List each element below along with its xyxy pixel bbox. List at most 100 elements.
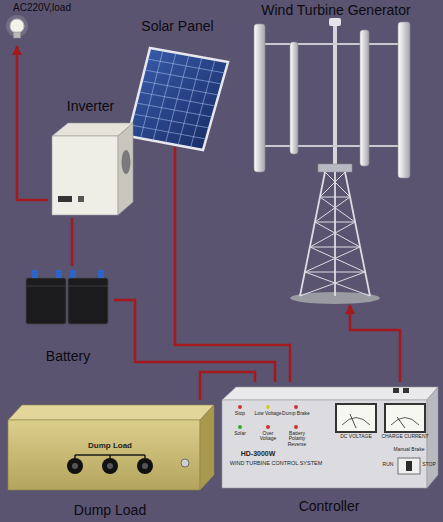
turbine-blade [398, 22, 410, 178]
component-node: Dump Load [4, 400, 216, 518]
component-caption: Controller [297, 498, 362, 514]
tower-brace [305, 272, 365, 273]
cell-line [134, 114, 210, 128]
dump-load-side [200, 405, 214, 490]
dump-load-front [8, 420, 200, 490]
panel-label: STOP [421, 462, 437, 467]
meter-needle [397, 417, 405, 428]
inverter-switch [78, 196, 84, 202]
panel-label: Solar [226, 431, 254, 436]
component-node: Inverter [48, 98, 133, 218]
inverter-top [52, 123, 133, 136]
component-caption: Dump Load [72, 502, 148, 518]
battery-bank [26, 270, 108, 324]
dump-load-top [8, 405, 214, 420]
knob-center [72, 463, 78, 469]
wire-connector [71, 218, 74, 266]
knob-wire [109, 455, 111, 458]
indicator-led [266, 405, 270, 409]
panel-face [128, 48, 228, 150]
wire-connector [17, 46, 48, 200]
tower-brace [315, 222, 355, 223]
battery-cell [68, 278, 108, 324]
controller-top [222, 387, 438, 400]
panel-label: Dump Load [70, 442, 150, 450]
battery-terminal [98, 270, 104, 278]
wire-connector [114, 300, 275, 382]
controller-front [222, 400, 427, 488]
knob-wire [74, 455, 76, 458]
voltage-meter [336, 404, 376, 432]
tower-platform [318, 164, 352, 172]
panel-label: HD-3000W [228, 450, 288, 457]
bulb-glass [10, 19, 24, 33]
panel-cells [131, 50, 225, 147]
component-caption: Solar Panel [139, 18, 215, 34]
panel-label: Over Voltage [254, 431, 282, 442]
panel-label: CHARGE CURRENT [379, 434, 431, 439]
cell-line [131, 125, 206, 139]
component-node: Wind Turbine Generator [245, 2, 427, 305]
tower-leg [334, 172, 336, 296]
terminal-knob [67, 458, 83, 474]
cell-line [142, 81, 219, 95]
controller-terminal [403, 388, 409, 393]
rotor-arm [259, 43, 404, 45]
battery-terminal [56, 270, 62, 278]
dump-load-unit [8, 405, 214, 490]
cell-line [145, 70, 222, 84]
component-caption: AC220V,load [11, 2, 73, 14]
indicator-led [266, 425, 270, 429]
component-node: Solar Panel [125, 18, 230, 147]
indicator-led [238, 405, 242, 409]
fan-grill [122, 150, 131, 174]
rotor-arm [259, 145, 404, 147]
turbine-blade [254, 24, 265, 172]
panel-label: WIND TURBINE CONTROL SYSTEM [224, 461, 328, 467]
cell-line [178, 57, 202, 145]
inverter-unit [52, 123, 133, 215]
ground-terminal [181, 459, 189, 467]
panel-label: Battery Polarity Reverse [282, 431, 312, 447]
panel-label: Manual Brake [389, 447, 429, 452]
terminal-knob [102, 458, 118, 474]
controller-terminal [393, 388, 399, 393]
battery-terminal [32, 270, 38, 278]
controller-unit [222, 387, 438, 488]
tower-leg [345, 172, 370, 296]
tower-brace [320, 197, 350, 198]
knob-wiring [75, 455, 145, 458]
wire-connector [175, 147, 290, 382]
controller-side [427, 387, 438, 488]
bulb-base [14, 32, 21, 38]
cell-line [166, 55, 190, 143]
battery-cell [26, 278, 66, 324]
lattice-tower [300, 172, 370, 296]
solar-panel [128, 48, 228, 150]
knob-center [107, 463, 113, 469]
wire-connector [350, 305, 400, 382]
meter-scale [342, 418, 370, 426]
indicator-led [238, 425, 242, 429]
brake-switch [398, 458, 420, 474]
tower-base [290, 292, 380, 304]
tower-leg [300, 172, 325, 296]
panel-label: Dump Brake [282, 411, 310, 416]
cell-line [147, 59, 225, 73]
inverter-side [118, 123, 133, 215]
panel-label: Stop [226, 411, 254, 416]
turbine-blade [360, 30, 369, 166]
battery-lid [68, 286, 108, 287]
rotor-shaft [333, 22, 337, 170]
cell-line [153, 53, 176, 141]
current-meter [385, 404, 425, 432]
component-caption: Wind Turbine Generator [259, 2, 412, 18]
bulb-glow [6, 15, 28, 37]
cell-line [136, 103, 212, 117]
wire-connector [200, 372, 255, 400]
terminal-knob [137, 458, 153, 474]
